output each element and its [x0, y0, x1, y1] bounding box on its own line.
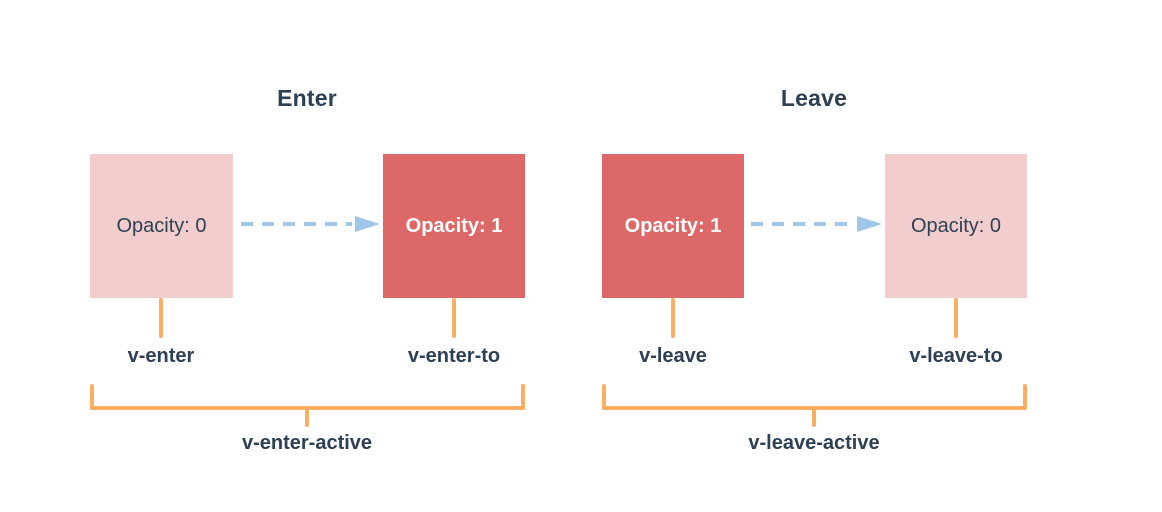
v-enter-label: v-enter — [127, 345, 195, 367]
enter-from-connector — [159, 298, 163, 338]
v-leave-label: v-leave — [639, 345, 707, 367]
leave-arrow-icon — [751, 216, 882, 232]
v-leave-active-label: v-leave-active — [748, 432, 880, 454]
bracket-bar — [602, 406, 1027, 410]
opacity-label: Opacity: 1 — [624, 214, 722, 237]
enter-from-box: Opacity: 0 — [90, 154, 233, 298]
bracket-right-tick — [521, 384, 525, 410]
opacity-label: Opacity: 1 — [405, 214, 503, 237]
bracket-right-tick — [1023, 384, 1027, 410]
leave-section-title: Leave — [780, 85, 848, 111]
opacity-label: Opacity: 0 — [910, 214, 1002, 237]
bracket-bar — [90, 406, 525, 410]
bracket-left-tick — [90, 384, 94, 410]
bracket-left-tick — [602, 384, 606, 410]
enter-section-title: Enter — [277, 85, 337, 111]
v-enter-to-label: v-enter-to — [407, 345, 501, 367]
enter-to-box: Opacity: 1 — [383, 154, 525, 298]
leave-to-box: Opacity: 0 — [885, 154, 1027, 298]
enter-arrow-icon — [241, 216, 380, 232]
leave-from-box: Opacity: 1 — [602, 154, 744, 298]
v-enter-active-label: v-enter-active — [241, 432, 373, 454]
enter-to-connector — [452, 298, 456, 338]
bracket-center-stem — [812, 409, 816, 427]
leave-from-connector — [671, 298, 675, 338]
bracket-center-stem — [305, 409, 309, 427]
v-leave-to-label: v-leave-to — [909, 345, 1003, 367]
leave-to-connector — [954, 298, 958, 338]
opacity-label: Opacity: 0 — [116, 214, 207, 237]
